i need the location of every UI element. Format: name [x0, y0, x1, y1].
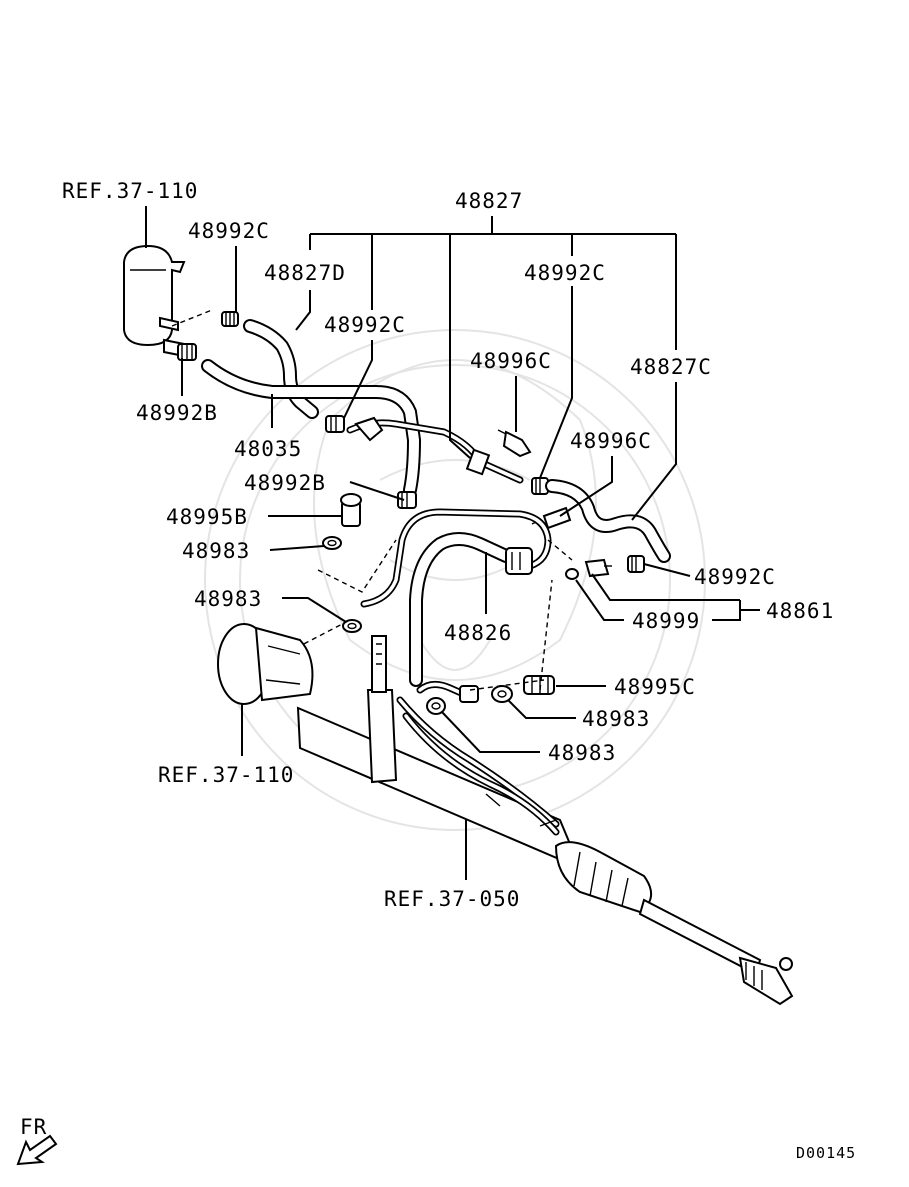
label-48996c-a: 48996C	[470, 349, 552, 373]
power-steering-pump	[217, 623, 314, 705]
front-arrow-icon	[16, 1134, 58, 1166]
label-48826: 48826	[444, 621, 512, 645]
label-48995b: 48995B	[166, 505, 248, 529]
gasket-48983-a	[322, 536, 342, 550]
label-ref-37-110-top: REF.37-110	[62, 179, 198, 203]
reservoir-tank	[123, 244, 213, 358]
suction-hose-48035	[201, 359, 421, 497]
label-48995c: 48995C	[614, 675, 696, 699]
leader-lines	[145, 206, 760, 880]
label-48983-d: 48983	[548, 741, 616, 765]
banjo-bolt-48995c	[523, 675, 555, 695]
label-48861: 48861	[766, 599, 834, 623]
alignment-lines	[295, 539, 573, 691]
label-48992b-b: 48992B	[244, 471, 326, 495]
steering-gear-rack	[296, 635, 794, 1006]
label-48035: 48035	[234, 437, 302, 461]
hose-end-fitting	[459, 685, 479, 703]
gasket-48983-d	[426, 697, 446, 715]
diagram-code: D00145	[796, 1144, 856, 1162]
label-48827c: 48827C	[630, 355, 712, 379]
label-48992c-a: 48992C	[188, 219, 270, 243]
return-hose-48827c	[545, 479, 671, 563]
label-48992c-d: 48992C	[694, 565, 776, 589]
label-48999: 48999	[632, 609, 700, 633]
label-ref-37-110-bottom: REF.37-110	[158, 763, 294, 787]
pressure-hose-48826	[360, 508, 552, 700]
label-48996c-b: 48996C	[570, 429, 652, 453]
label-48827d: 48827D	[264, 261, 346, 285]
clamp-48992b-lower	[397, 491, 417, 509]
label-fr: FR	[20, 1115, 47, 1139]
label-ref-37-050: REF.37-050	[384, 887, 520, 911]
clamp-48992c-lower	[627, 555, 645, 573]
gasket-48983-b	[342, 619, 362, 633]
banjo-bolt-48995b	[340, 493, 362, 527]
label-48983-a: 48983	[182, 539, 250, 563]
label-48827: 48827	[455, 189, 523, 213]
clamp-48992c-mid	[325, 415, 384, 442]
label-48992c-c: 48992C	[324, 313, 406, 337]
watermark-emblem	[204, 329, 706, 831]
clamp-48992c-upper	[221, 311, 239, 327]
label-48992c-b: 48992C	[524, 261, 606, 285]
fitting-48861	[565, 558, 612, 580]
bolt-48996c-upper	[497, 429, 532, 458]
label-48983-c: 48983	[582, 707, 650, 731]
clamp-48992b-upper	[177, 343, 197, 361]
label-48992b-a: 48992B	[136, 401, 218, 425]
gasket-48983-c	[491, 685, 513, 703]
label-48983-b: 48983	[194, 587, 262, 611]
